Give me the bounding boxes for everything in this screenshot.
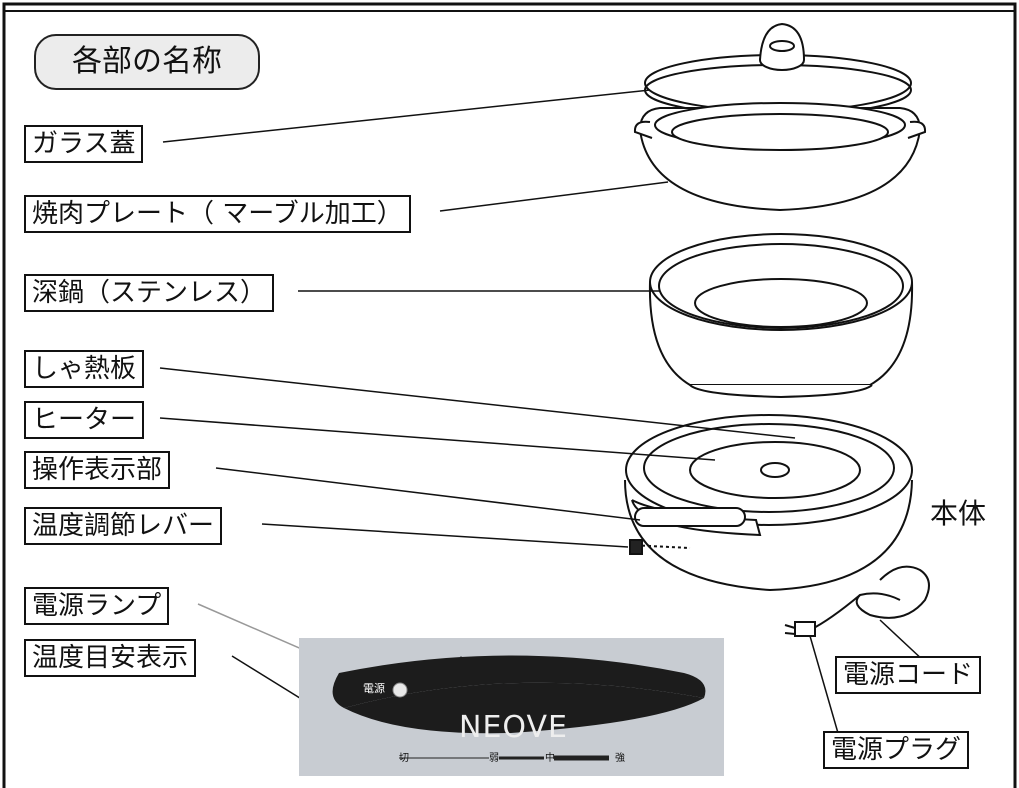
control-panel-detail: 操作部表示部 電源 NEOVE 切 弱 中 強 bbox=[299, 638, 724, 776]
label-control-panel: 操作表示部 bbox=[24, 451, 171, 489]
label-heater: ヒーター bbox=[24, 401, 145, 439]
grill-plate bbox=[633, 102, 927, 212]
label-power-plug: 電源プラグ bbox=[823, 731, 970, 769]
label-temp-display: 温度目安表示 bbox=[24, 639, 197, 677]
scale-high: 強 bbox=[615, 753, 625, 764]
scale-off: 切 bbox=[399, 753, 409, 764]
glass-lid bbox=[644, 22, 912, 116]
panel-band bbox=[332, 655, 706, 761]
label-body: 本体 bbox=[930, 497, 987, 530]
brand-logo: NEOVE bbox=[459, 710, 568, 745]
scale-mid: 中 bbox=[545, 753, 555, 764]
label-deep-pot: 深鍋（ステンレス） bbox=[24, 274, 275, 312]
label-temp-lever: 温度調節レバー bbox=[24, 507, 223, 545]
label-heat-shield: しゃ熱板 bbox=[24, 350, 145, 388]
main-body bbox=[624, 414, 913, 592]
power-lamp-text: 電源 bbox=[363, 682, 385, 695]
label-power-cord: 電源コード bbox=[835, 656, 982, 694]
power-cord bbox=[784, 565, 930, 637]
deep-pot bbox=[648, 233, 914, 399]
label-power-lamp: 電源ランプ bbox=[24, 587, 170, 625]
page-title: 各部の名称 bbox=[34, 34, 260, 90]
label-glass-lid: ガラス蓋 bbox=[24, 125, 144, 163]
scale-low: 弱 bbox=[489, 753, 499, 764]
label-grill-plate: 焼肉プレート（ マーブル加工） bbox=[24, 195, 411, 233]
leader-lines bbox=[159, 89, 926, 761]
